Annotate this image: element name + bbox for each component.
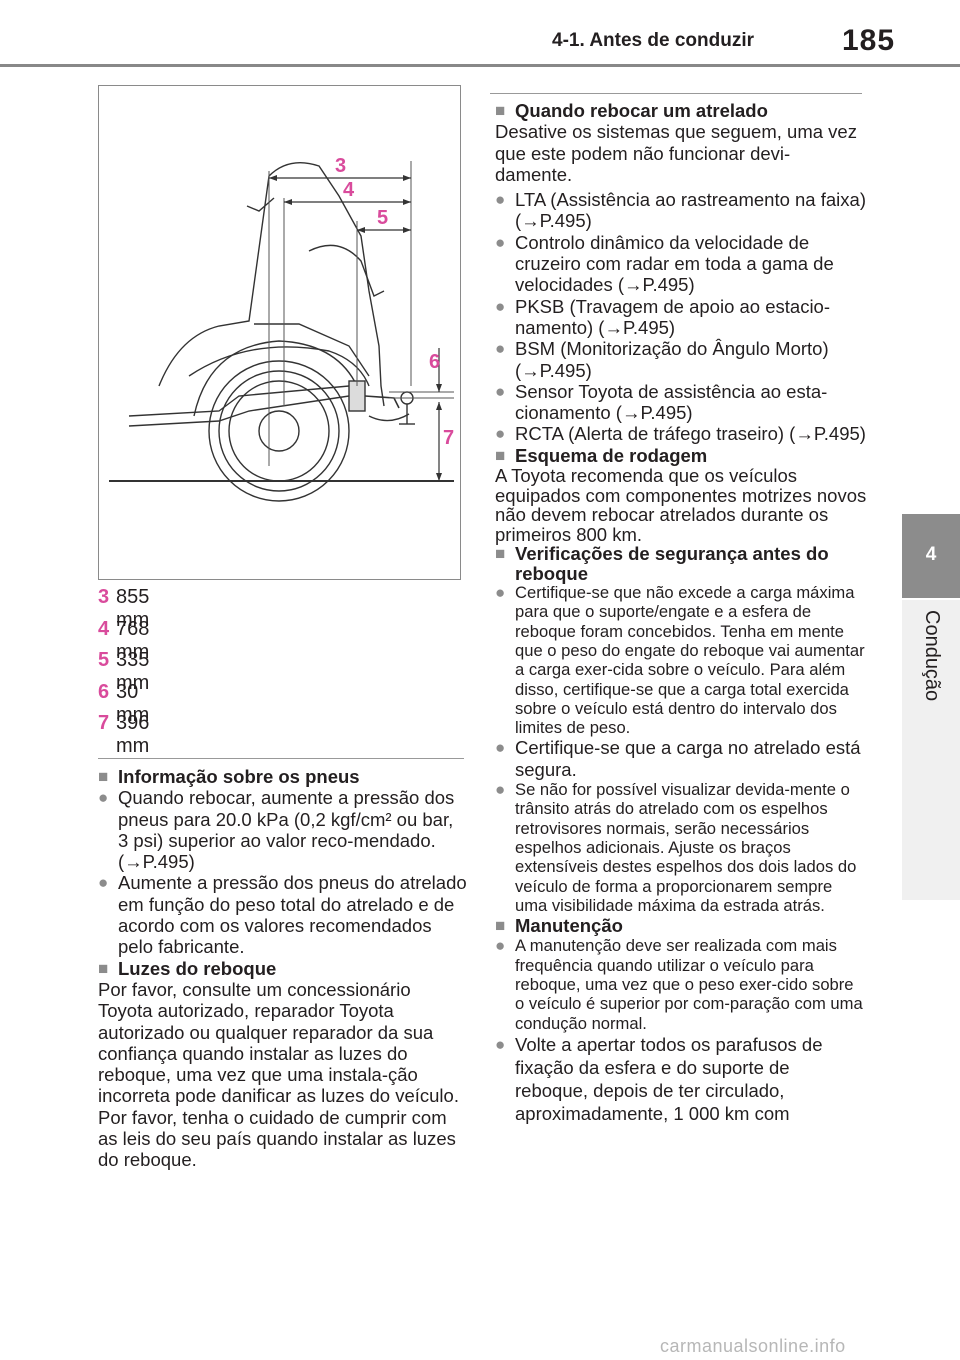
- lights-heading: Luzes do reboque: [98, 958, 468, 980]
- callout-4: 4: [343, 179, 355, 201]
- page-number: 185: [842, 24, 896, 57]
- system-item: LTA (Assistência ao rastreamento na faix…: [495, 189, 867, 232]
- towing-hitch-diagram: 3 4 5 6 7: [98, 85, 461, 580]
- legend-number: 3: [98, 586, 110, 608]
- breakin-paragraph: A Toyota recomenda que os veículos equip…: [495, 465, 867, 545]
- system-item: PKSB (Travagem de apoio ao estacio-namen…: [495, 296, 867, 339]
- vehicle-rear-illustration: 3 4 5 6 7: [109, 155, 454, 502]
- system-item: Controlo dinâmico da velocidade de cruze…: [495, 232, 867, 296]
- system-item: BSM (Monitorização do Ângulo Morto) (→P.…: [495, 338, 867, 381]
- callout-3: 3: [335, 155, 346, 177]
- chapter-tab: 4: [902, 514, 960, 598]
- watermark: carmanualsonline.info: [660, 1336, 846, 1356]
- safety-bullet: Certifique-se que não excede a carga máx…: [495, 583, 867, 737]
- chapter-label: Condução: [921, 610, 943, 702]
- right-column: Quando rebocar um atrelado Desative os s…: [495, 100, 867, 1125]
- lights-paragraph: Por favor, consulte um concessionário To…: [98, 978, 459, 1171]
- safety-bullet: Se não for possível visualizar devida-me…: [495, 780, 867, 915]
- tires-bullet: Aumente a pressão dos pneus do atrelado …: [98, 872, 468, 957]
- page-header: 4-1. Antes de conduzir 185: [0, 0, 960, 67]
- callout-5: 5: [377, 207, 388, 229]
- chapter-number: 4: [925, 544, 937, 565]
- maintenance-bullet: Volte a apertar todos os parafusos de fi…: [495, 1033, 867, 1125]
- towing-heading: Quando rebocar um atrelado: [495, 100, 867, 122]
- tires-heading: Informação sobre os pneus: [98, 766, 468, 788]
- legend-value: 768 mm: [116, 617, 150, 663]
- legend-value: 855 mm: [116, 586, 150, 631]
- legend-value: 396 mm: [116, 712, 150, 757]
- chapter-label-box: Condução: [902, 600, 960, 900]
- section-title: 4-1. Antes de conduzir: [552, 30, 754, 51]
- section-divider: [98, 758, 464, 759]
- legend-number: 4: [98, 617, 110, 640]
- legend-value: 30 mm: [116, 680, 150, 726]
- safety-bullet: Certifique-se que a carga no atrelado es…: [495, 737, 867, 780]
- legend-value: 335 mm: [116, 649, 150, 694]
- section-divider: [490, 93, 862, 94]
- legend-number: 7: [98, 712, 110, 734]
- callout-6: 6: [429, 351, 440, 373]
- system-item: RCTA (Alerta de tráfego traseiro) (→P.49…: [495, 423, 867, 445]
- callout-7: 7: [443, 427, 454, 449]
- maintenance-heading: Manutenção: [495, 915, 867, 937]
- tires-bullet: Quando rebocar, aumente a pressão dos pn…: [98, 787, 468, 872]
- safety-heading: Verificações de segurança antes do reboq…: [495, 544, 867, 583]
- system-item: Sensor Toyota de assistência ao esta-cio…: [495, 381, 867, 424]
- towing-paragraph: Desative os sistemas que seguem, uma vez…: [495, 121, 857, 185]
- header-rule: [0, 64, 960, 67]
- maintenance-bullet: A manutenção deve ser realizada com mais…: [495, 936, 867, 1032]
- legend-number: 6: [98, 680, 110, 703]
- left-column: Informação sobre os pneus Quando rebocar…: [98, 766, 468, 1171]
- breakin-heading: Esquema de rodagem: [495, 445, 867, 467]
- legend-number: 5: [98, 649, 110, 671]
